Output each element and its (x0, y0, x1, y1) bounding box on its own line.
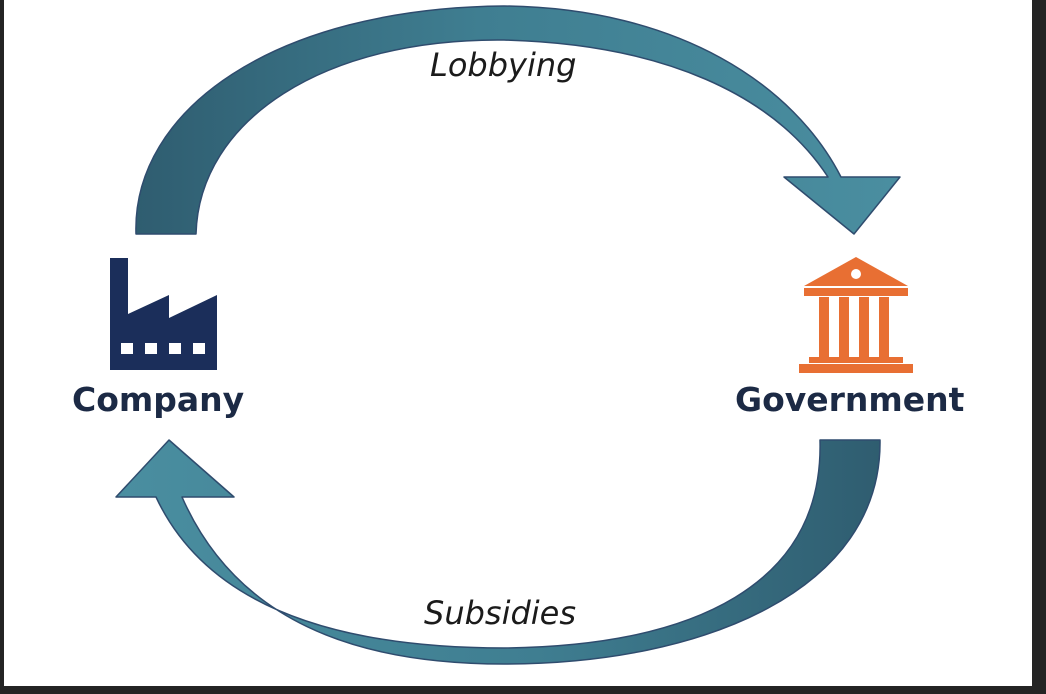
lobbying-label: Lobbying (430, 46, 577, 84)
diagram-svg (110, 5, 913, 665)
subsidies-label: Subsidies (424, 594, 577, 632)
factory-icon (110, 258, 217, 370)
government-building-icon (799, 257, 913, 373)
government-label: Government (735, 380, 965, 419)
diagram-canvas: Lobbying Subsidies Company Government (4, 0, 1032, 686)
lobbying-arrow (135, 5, 901, 235)
subsidies-arrow (115, 439, 881, 665)
company-label: Company (72, 380, 245, 419)
